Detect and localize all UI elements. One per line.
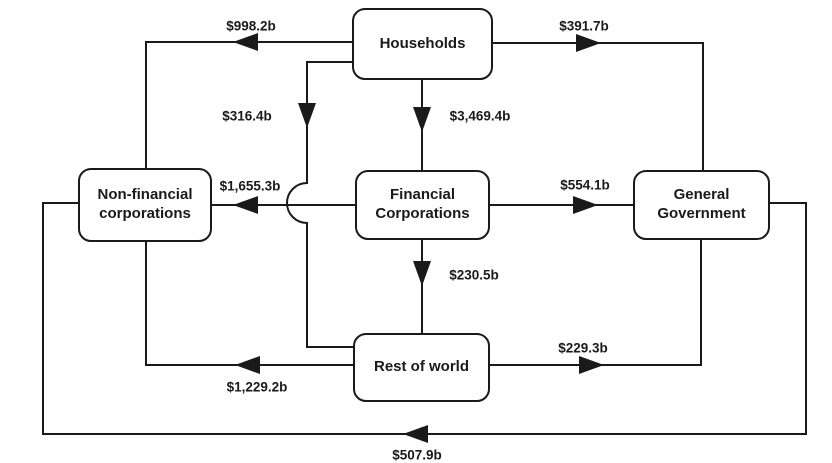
node-rest-of-world-label: Rest of world bbox=[373, 358, 469, 376]
arrowhead-households-row bbox=[298, 103, 316, 128]
arrowhead-gg-nfc bbox=[403, 425, 428, 443]
edge-amount-row-gg: $229.3b bbox=[558, 340, 608, 356]
edge-amount-households-nfc: $998.2b bbox=[226, 18, 276, 34]
node-financial-corporations-label: Financial Corporations bbox=[375, 186, 470, 222]
arrowhead-households-gg bbox=[576, 34, 601, 52]
node-rest-of-world: Rest of world bbox=[353, 333, 490, 402]
node-non-financial-corporations-label: Non-financial corporations bbox=[97, 186, 193, 222]
arrowhead-fc-gg bbox=[573, 196, 598, 214]
edge-amount-gg-nfc: $507.9b bbox=[392, 447, 442, 463]
edge-households-gg bbox=[493, 42, 704, 172]
arrowhead-fc-row bbox=[413, 261, 431, 286]
edge-amount-fc-row: $230.5b bbox=[449, 267, 499, 283]
edge-row-nfc bbox=[145, 240, 355, 366]
edge-amount-households-row: $316.4b bbox=[222, 108, 272, 124]
node-general-government: General Government bbox=[633, 170, 770, 240]
edge-amount-fc-gg: $554.1b bbox=[560, 177, 610, 193]
arrowhead-households-nfc bbox=[233, 33, 258, 51]
node-households: Households bbox=[352, 8, 493, 80]
node-non-financial-corporations: Non-financial corporations bbox=[78, 168, 212, 242]
edge-amount-row-nfc: $1,229.2b bbox=[226, 379, 288, 395]
arrowhead-row-gg bbox=[579, 356, 604, 374]
edge-row-gg bbox=[488, 238, 702, 366]
arrowhead-row-nfc bbox=[235, 356, 260, 374]
edge-households-nfc bbox=[145, 41, 352, 170]
node-financial-corporations: Financial Corporations bbox=[355, 170, 490, 240]
arrowhead-households-fc bbox=[413, 107, 431, 132]
arrowhead-fc-nfc bbox=[233, 196, 258, 214]
node-general-government-label: General Government bbox=[657, 186, 746, 222]
edge-amount-fc-nfc: $1,655.3b bbox=[219, 178, 281, 194]
edge-households-row bbox=[285, 61, 355, 348]
edge-amount-households-fc: $3,469.4b bbox=[449, 108, 511, 124]
node-households-label: Households bbox=[379, 34, 466, 52]
edge-amount-households-gg: $391.7b bbox=[559, 18, 609, 34]
